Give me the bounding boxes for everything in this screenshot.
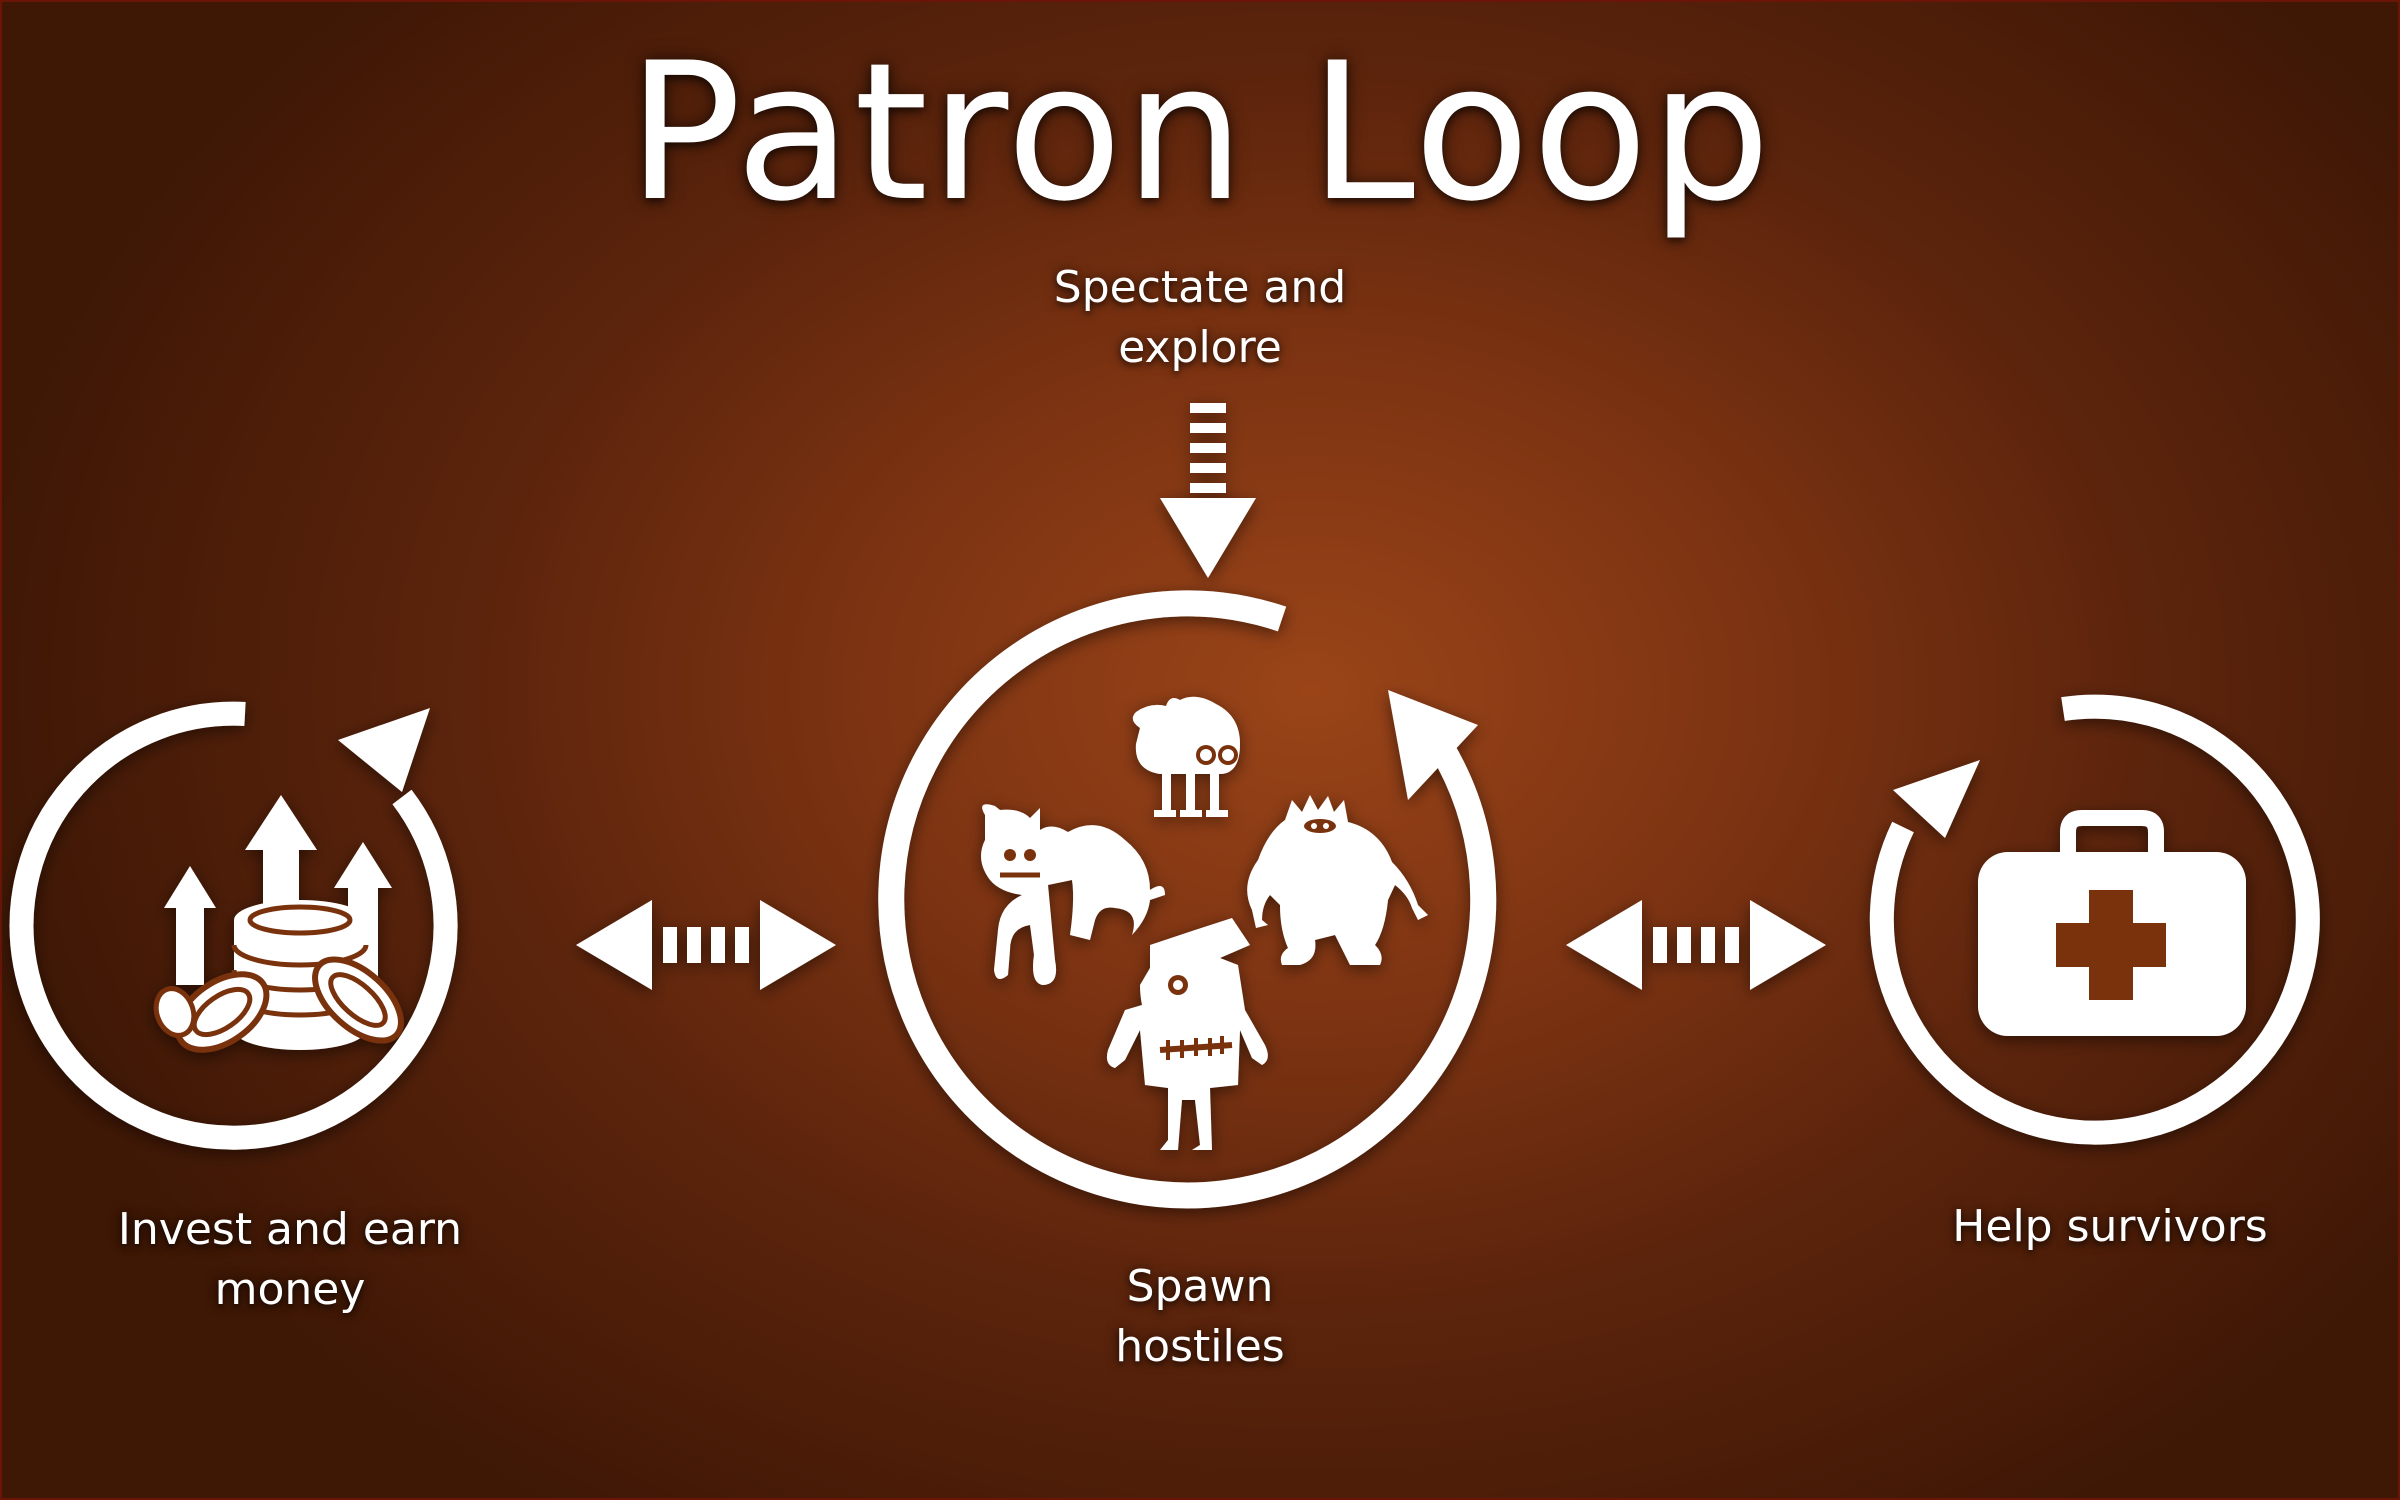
arrow-dash bbox=[711, 927, 725, 963]
cycle-arrow-head bbox=[1893, 760, 1980, 838]
right-loop bbox=[1869, 694, 2320, 1145]
arrow-head bbox=[1750, 900, 1826, 990]
arrow-dash bbox=[1190, 423, 1226, 433]
label-invest-earn-money: Invest and earn money bbox=[90, 1200, 490, 1320]
page-title: Patron Loop bbox=[627, 22, 1773, 243]
label-line: Help survivors bbox=[1952, 1201, 2268, 1252]
coins-rising-icon bbox=[153, 795, 404, 1053]
cycle-arrow-ring bbox=[9, 701, 458, 1150]
arrow-dash bbox=[1653, 927, 1667, 963]
label-line: explore bbox=[1118, 322, 1282, 373]
arrow-head bbox=[1160, 498, 1256, 578]
arrow-dash bbox=[1725, 927, 1739, 963]
double-arrow-left bbox=[576, 900, 836, 990]
arrow-head bbox=[760, 900, 836, 990]
first-aid-kit-icon bbox=[1978, 810, 2246, 1036]
arrow-head bbox=[1566, 900, 1642, 990]
label-line: money bbox=[214, 1264, 366, 1315]
cycle-arrow-ring bbox=[1869, 694, 2320, 1145]
left-loop bbox=[9, 701, 458, 1150]
label-spawn-hostiles: Spawn hostiles bbox=[1000, 1257, 1400, 1377]
arrow-dash bbox=[687, 927, 701, 963]
label-line: Spectate and bbox=[1053, 262, 1347, 313]
label-help-survivors: Help survivors bbox=[1910, 1197, 2310, 1257]
label-spectate-explore: Spectate and explore bbox=[1000, 258, 1400, 378]
arrow-dash bbox=[1190, 403, 1226, 413]
label-line: Spawn bbox=[1126, 1261, 1274, 1312]
cycle-arrow-ring bbox=[878, 590, 1497, 1209]
label-line: hostiles bbox=[1115, 1321, 1285, 1372]
monsters-icon bbox=[981, 696, 1428, 1150]
arrow-dash bbox=[1677, 927, 1691, 963]
arrow-head bbox=[576, 900, 652, 990]
arrow-dash bbox=[735, 927, 749, 963]
label-line: Invest and earn bbox=[117, 1204, 463, 1255]
cycle-arrow-head bbox=[1388, 690, 1478, 800]
arrow-dash bbox=[1190, 443, 1226, 453]
arrow-dash bbox=[663, 927, 677, 963]
arrow-dash bbox=[1190, 463, 1226, 473]
center-loop bbox=[878, 590, 1497, 1209]
double-arrow-right bbox=[1566, 900, 1826, 990]
down-arrow bbox=[1160, 403, 1256, 578]
cycle-arrow-head bbox=[338, 708, 430, 792]
arrow-dash bbox=[1190, 483, 1226, 493]
arrow-dash bbox=[1701, 927, 1715, 963]
